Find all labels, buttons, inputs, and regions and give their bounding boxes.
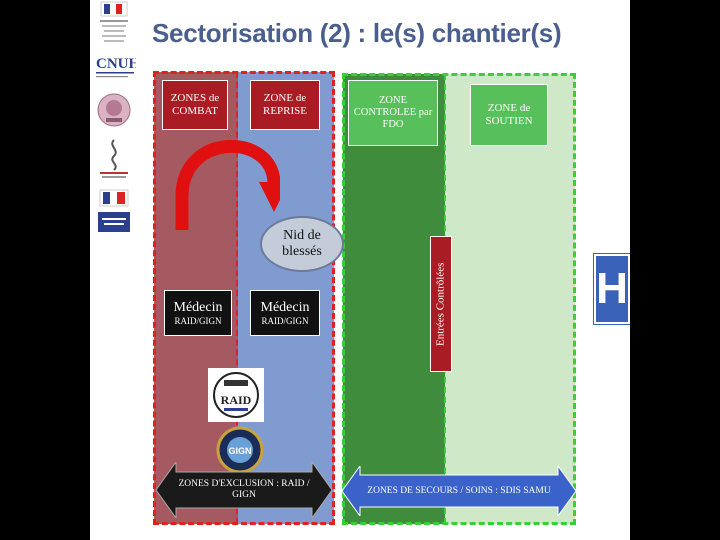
cnuh-logo-text: CNUH [96,56,136,72]
republique-francaise-logo [96,0,132,48]
raid-logo: RAID [208,368,264,422]
zone-combat-label: ZONES de COMBAT [162,80,228,130]
medecin-raid-gign-1: Médecin RAID/GIGN [164,290,232,336]
secours-arrow-label: ZONES DE SECOURS / SOINS : SDIS SAMU [367,485,551,496]
medecin-raid-gign-2: Médecin RAID/GIGN [250,290,320,336]
gign-logo-text: GIGN [228,446,251,456]
entrees-controlees: Entrées Contrôlées [430,236,452,372]
zone-exclusion-border [153,71,335,525]
zone-soutien-label: ZONE de SOUTIEN [470,84,548,146]
nid-de-blesses: Nid de blessés [260,216,344,272]
ministere-logo [96,188,132,238]
seal-logo [96,90,132,130]
hospital-icon: H [594,254,630,324]
entrees-controlees-label: Entrées Contrôlées [434,262,447,346]
zone-secours-border [342,73,576,525]
transfer-arrow-icon [175,140,280,230]
divider-line [236,72,238,524]
raid-logo-text: RAID [221,393,252,407]
medecin-name: Médecin [260,299,310,315]
medecin-name: Médecin [173,299,223,315]
hospital-letter: H [596,263,628,313]
slide-title: Sectorisation (2) : le(s) chantier(s) [152,18,562,48]
service-de-sante-logo [96,136,132,180]
medecin-sub: RAID/GIGN [261,315,309,326]
medecin-sub: RAID/GIGN [174,315,222,326]
secours-arrow: ZONES DE SECOURS / SOINS : SDIS SAMU [342,466,576,516]
logo-sidebar: CNUH [90,0,142,540]
zone-reprise-label: ZONE de REPRISE [250,80,320,130]
exclusion-arrow: ZONES D'EXCLUSION : RAID / GIGN [156,462,332,518]
cnuh-logo: CNUH [96,52,140,82]
exclusion-arrow-label: ZONES D'EXCLUSION : RAID / GIGN [178,479,310,500]
slide: CNUH [90,0,630,540]
zone-controlee [343,74,445,524]
zone-soutien [445,74,575,524]
zone-controlee-label: ZONE CONTROLEE par FDO [348,80,438,146]
